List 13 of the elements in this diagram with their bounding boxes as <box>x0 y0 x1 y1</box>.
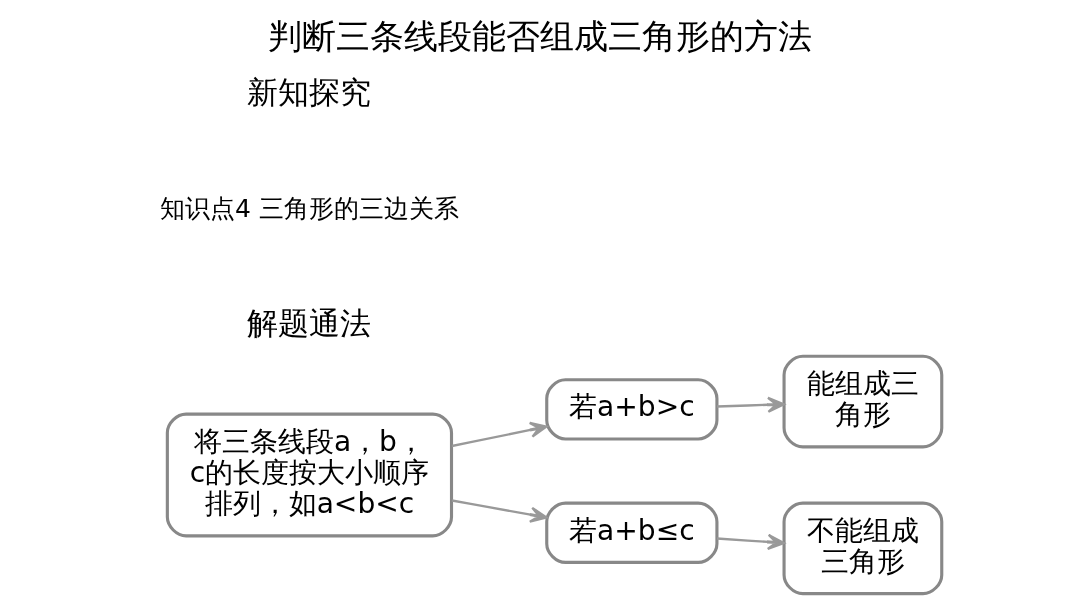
arrow <box>451 421 548 448</box>
node-box: 若a+b>c <box>544 378 718 441</box>
node-box: 能组成三角形 <box>782 354 943 449</box>
node-box: 若a+b≤c <box>544 501 718 564</box>
arrow <box>716 396 785 413</box>
label: 新知探究 <box>246 74 371 111</box>
label: 解题通法 <box>246 305 371 342</box>
arrow <box>451 499 548 523</box>
arrow <box>716 533 785 551</box>
node-box: 将三条线段a，b，c的长度按大小顺序排列，如a<b<c <box>165 412 453 538</box>
diagram-title: 判断三条线段能否组成三角形的方法 <box>268 16 812 57</box>
label: 知识点4 三角形的三边关系 <box>159 194 459 224</box>
node-box: 不能组成三角形 <box>782 501 943 596</box>
